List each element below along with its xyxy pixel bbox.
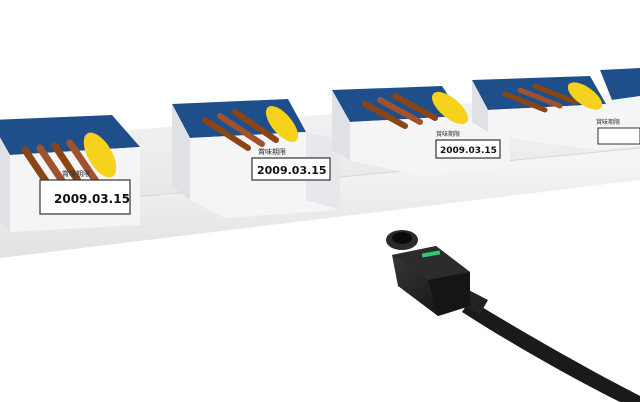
caption-text: 賞味期限 [436,130,460,138]
sensor-cable [462,300,640,402]
sensor-lens [392,232,412,244]
brand-logo [567,82,603,110]
stick-illustration [362,93,438,129]
stick-illustration [202,109,279,151]
package-2: 賞味期限 2009.03.15 [172,99,340,218]
date-label-box [251,157,331,181]
caption-text: 賞味期限 [596,118,620,126]
package-1: 賞味期限 2009.03.15 [0,115,140,232]
date-text: 2009.03.15 [257,164,327,177]
date-text: 2009.03.15 [440,146,497,156]
package-5-partial [600,68,640,108]
date-text: 2009.03.15 [54,192,130,206]
package-4: 賞味期限 [472,76,640,150]
package-3: 賞味期限 2009.03.15 [332,86,510,176]
date-label-box [435,139,501,159]
date-label-box [39,179,131,215]
brand-logo [431,91,469,125]
caption-text: 賞味期限 [258,147,286,156]
photoelectric-sensor [386,230,640,402]
indicator-led [421,250,441,258]
brand-logo [83,132,117,178]
date-label-box [597,127,640,145]
caption-text: 賞味期限 [62,169,90,178]
brand-logo [265,105,299,143]
stick-illustration [502,83,578,113]
